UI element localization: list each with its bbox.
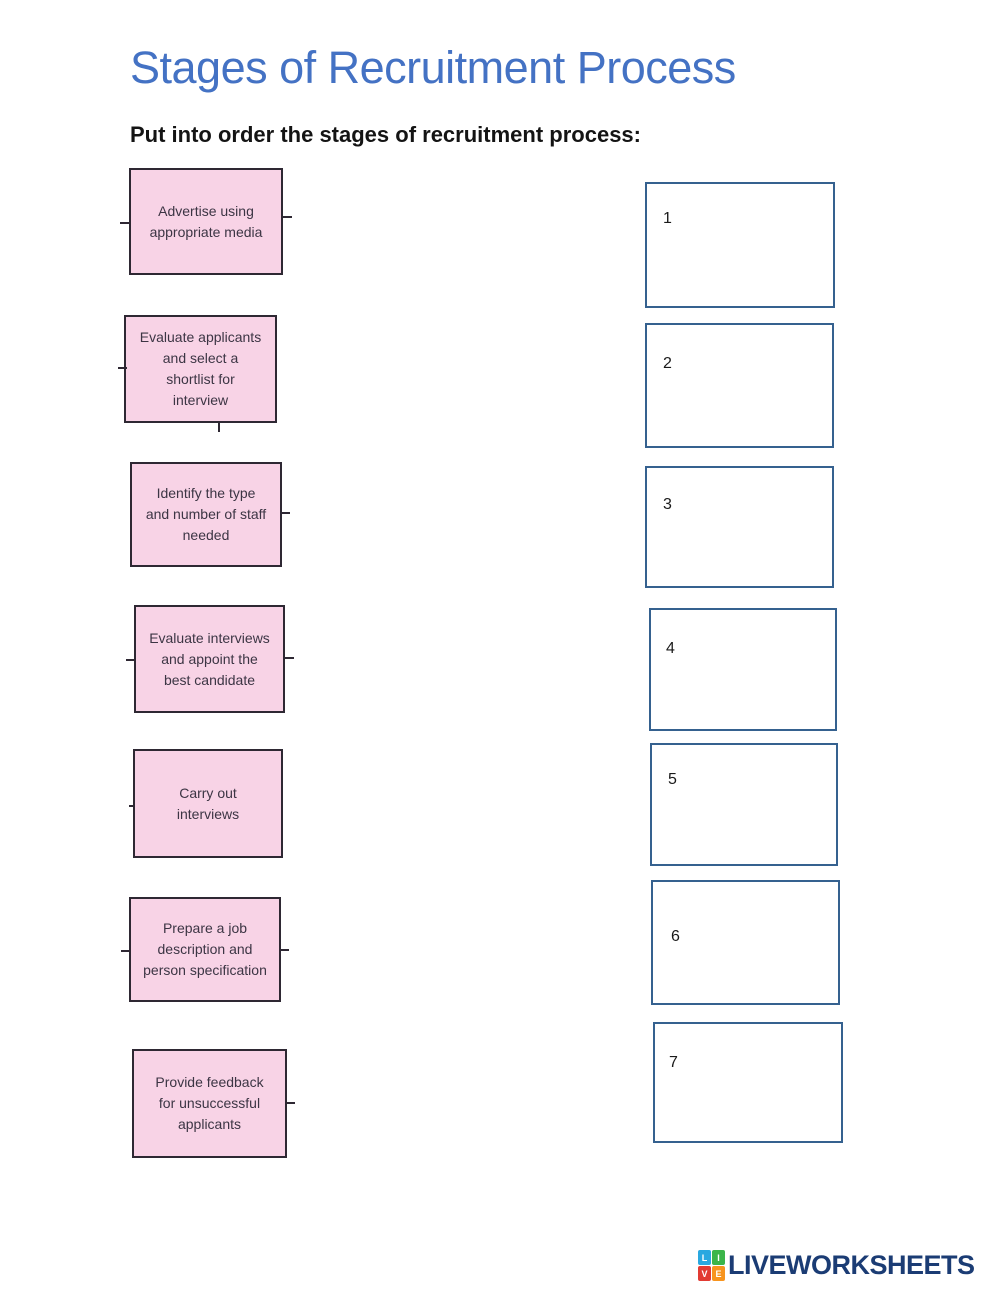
stage-card-label: Provide feedback for unsuccessful applic… (155, 1074, 264, 1132)
connector-tick (218, 423, 220, 432)
answer-number: 7 (669, 1054, 678, 1071)
logo-tile-i: I (712, 1250, 725, 1265)
answer-number: 2 (663, 355, 672, 372)
answer-number: 1 (663, 210, 672, 227)
liveworksheets-tiles-icon: L I V E (698, 1250, 725, 1281)
connector-tick (120, 222, 129, 224)
connector-tick (280, 949, 289, 951)
answer-number: 3 (663, 496, 672, 513)
stage-card-evaluate-applicants[interactable]: Evaluate applicants and select a shortli… (118, 315, 277, 432)
logo-tile-e: E (712, 1266, 725, 1281)
connector-tick (121, 950, 130, 952)
stage-card-label: Evaluate applicants and select a shortli… (139, 329, 262, 408)
answer-box-6[interactable]: 6 (651, 880, 840, 1005)
answer-box-3[interactable]: 3 (645, 466, 834, 588)
connector-tick (283, 216, 292, 218)
answer-box-7[interactable]: 7 (653, 1022, 843, 1143)
logo-tile-l: L (698, 1250, 711, 1265)
answer-number: 6 (671, 928, 680, 945)
answer-box-4[interactable]: 4 (649, 608, 837, 731)
connector-tick (285, 657, 294, 659)
connector-tick (286, 1102, 295, 1104)
logo-wordmark: LIVEWORKSHEETS (728, 1250, 975, 1280)
logo-tile-v: V (698, 1266, 711, 1281)
connector-tick (126, 659, 135, 661)
stage-card-label: Advertise using appropriate media (149, 202, 263, 240)
page-title: Stages of Recruitment Process (130, 42, 736, 93)
connector-tick (118, 367, 127, 369)
liveworksheets-logo: L I V E LIVEWORKSHEETS (698, 1250, 975, 1281)
stage-card-evaluate-interviews[interactable]: Evaluate interviews and appoint the best… (126, 605, 294, 713)
stage-card-label: Identify the type and number of staff ne… (145, 485, 267, 543)
answer-box-5[interactable]: 5 (650, 743, 838, 866)
stage-card-label: Prepare a job description and person spe… (143, 920, 267, 978)
stage-card-advertise[interactable]: Advertise using appropriate media (120, 168, 292, 275)
stage-card-prepare-job-description[interactable]: Prepare a job description and person spe… (121, 897, 289, 1002)
connector-tick (129, 805, 134, 807)
stage-card-carry-out-interviews[interactable]: Carry out interviews (129, 749, 283, 858)
connector-tick (281, 512, 290, 514)
answer-box-2[interactable]: 2 (645, 323, 834, 448)
instruction-text: Put into order the stages of recruitment… (130, 122, 641, 147)
stage-card-identify-staff[interactable]: Identify the type and number of staff ne… (130, 462, 290, 567)
stage-card-label: Evaluate interviews and appoint the best… (149, 629, 270, 688)
answer-number: 5 (668, 771, 677, 788)
answer-box-1[interactable]: 1 (645, 182, 835, 308)
stage-card-label: Carry out interviews (176, 784, 240, 822)
stage-card-provide-feedback[interactable]: Provide feedback for unsuccessful applic… (132, 1049, 295, 1158)
answer-number: 4 (666, 640, 675, 657)
